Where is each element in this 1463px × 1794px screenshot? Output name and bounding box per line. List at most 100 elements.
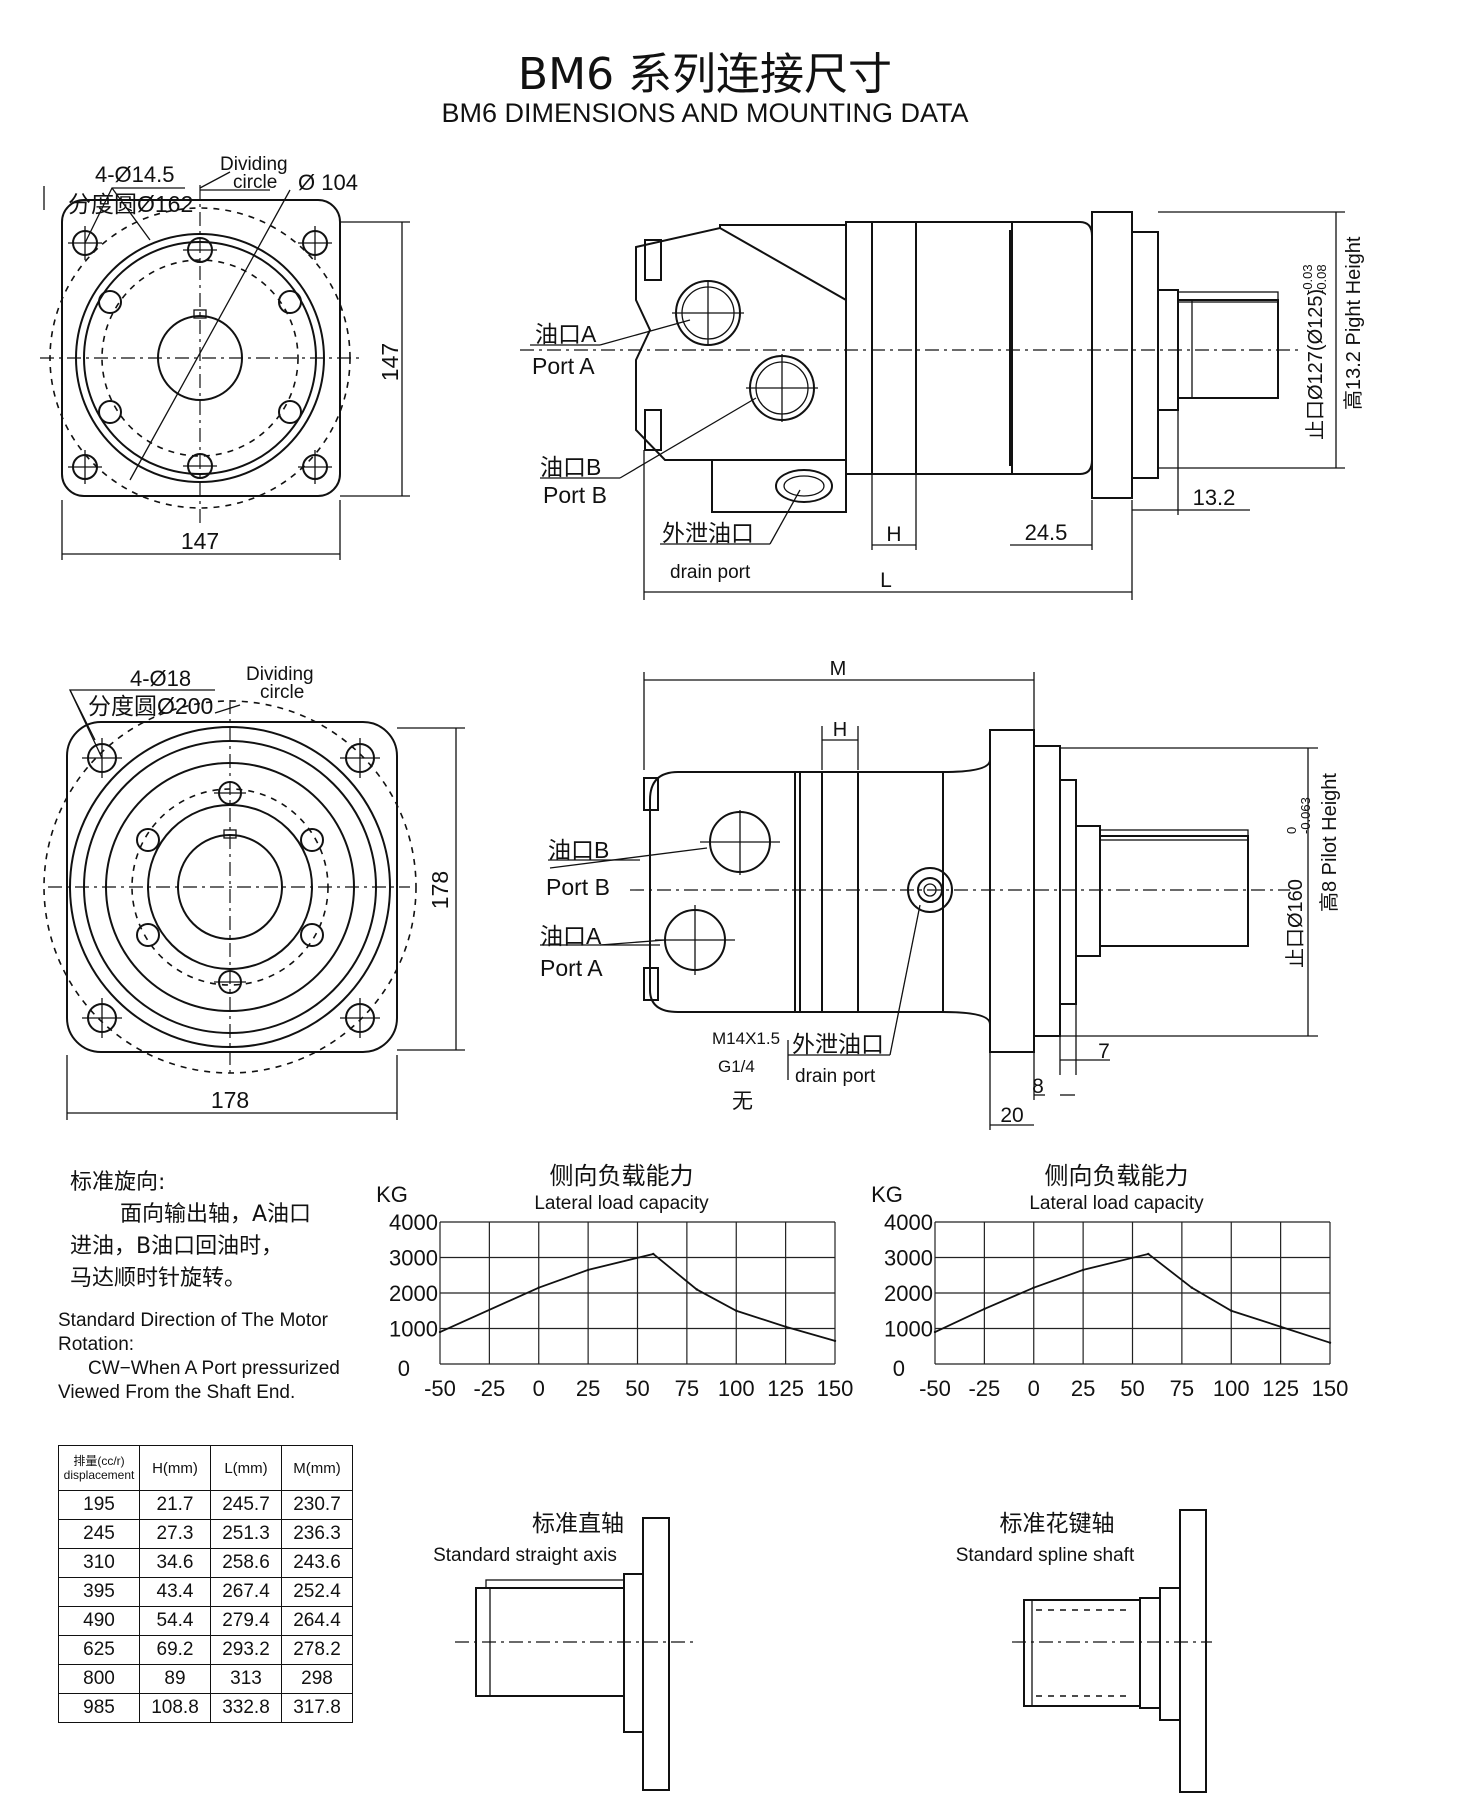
table-cell: 278.2 bbox=[281, 1635, 353, 1665]
y-tick-label: 4000 bbox=[884, 1210, 933, 1235]
v1-dividing-cn: 分度圆Ø162 bbox=[68, 191, 193, 217]
header-h: H(mm) bbox=[139, 1445, 211, 1491]
v1-bore-label: Ø 104 bbox=[298, 170, 358, 195]
load-curve-point bbox=[983, 1307, 986, 1311]
load-curve-point bbox=[1279, 1325, 1282, 1328]
x-tick-label: 100 bbox=[718, 1376, 755, 1401]
x-tick-label: 25 bbox=[1071, 1376, 1095, 1401]
s1-dim-132: 13.2 bbox=[1193, 485, 1236, 510]
s2-thread-1: M14X1.5 bbox=[712, 1029, 780, 1048]
y-tick-label: 1000 bbox=[884, 1317, 933, 1342]
s1-port-b-en: Port B bbox=[543, 482, 607, 508]
rotation-en-4: Viewed From the Shaft End. bbox=[58, 1382, 296, 1403]
s2-port-b-en: Port B bbox=[546, 874, 610, 900]
rotation-en-3: CW−When A Port pressurized bbox=[88, 1358, 340, 1379]
rotation-en-1: Standard Direction of The Motor bbox=[58, 1310, 329, 1331]
x-tick-label: -50 bbox=[424, 1376, 456, 1401]
x-tick-label: 150 bbox=[817, 1376, 854, 1401]
v2-width-label: 178 bbox=[211, 1087, 249, 1113]
table-cell: 89 bbox=[139, 1664, 211, 1694]
table-cell: 21.7 bbox=[139, 1490, 211, 1520]
table-cell: 332.8 bbox=[210, 1693, 282, 1723]
shaft1-cn: 标准直轴 bbox=[532, 1510, 624, 1536]
s2-dim-20: 20 bbox=[1000, 1104, 1023, 1127]
table-cell: 243.6 bbox=[281, 1548, 353, 1578]
x-tick-label: 0 bbox=[533, 1376, 545, 1401]
table-header-row: 排量(cc/r) displacement H(mm) L(mm) M(mm) bbox=[58, 1445, 353, 1491]
page-subtitle: BM6 DIMENSIONS AND MOUNTING DATA bbox=[441, 98, 969, 128]
table-cell: 252.4 bbox=[281, 1577, 353, 1607]
table-cell: 985 bbox=[58, 1693, 140, 1723]
v1-width-label: 147 bbox=[181, 528, 219, 554]
x-tick-label: -25 bbox=[968, 1376, 1000, 1401]
s2-port-a-en: Port A bbox=[540, 955, 603, 981]
v2-dividing-label: Dividing bbox=[246, 664, 314, 685]
s1-l-label: L bbox=[880, 569, 892, 592]
x-tick-label: 150 bbox=[1312, 1376, 1349, 1401]
shaft2-en: Standard spline shaft bbox=[956, 1545, 1135, 1566]
front-view-1 bbox=[40, 171, 410, 560]
v2-height-label: 178 bbox=[427, 871, 453, 909]
rotation-line-3: 马达顺时针旋转。 bbox=[70, 1266, 247, 1291]
side-view-1 bbox=[520, 211, 1345, 600]
shaft2-cn: 标准花键轴 bbox=[1000, 1510, 1115, 1536]
x-tick-label: 125 bbox=[767, 1376, 804, 1401]
s2-thread-3: 无 bbox=[732, 1090, 753, 1113]
x-tick-label: 50 bbox=[625, 1376, 649, 1401]
x-tick-label: 125 bbox=[1262, 1376, 1299, 1401]
v1-height-label: 147 bbox=[377, 343, 403, 381]
s2-pilot-tol-upper: 0 bbox=[1284, 827, 1299, 834]
s2-drain-en: drain port bbox=[795, 1066, 876, 1087]
table-cell: 310 bbox=[58, 1548, 140, 1578]
rotation-line-1: 面向输出轴，A油口 bbox=[120, 1202, 312, 1227]
table-cell: 43.4 bbox=[139, 1577, 211, 1607]
s1-pilot-label: 止口Ø127(Ø125) bbox=[1304, 289, 1327, 440]
s1-pilot-tol-upper: -0.03 bbox=[1300, 264, 1315, 294]
s1-drain-en: drain port bbox=[670, 562, 751, 583]
spline-shaft-drawing bbox=[1012, 1509, 1212, 1793]
s2-thread-2: G1/4 bbox=[718, 1057, 755, 1076]
table-cell: 27.3 bbox=[139, 1519, 211, 1549]
y-tick-label: 4000 bbox=[389, 1210, 438, 1235]
y-tick-label: 0 bbox=[398, 1356, 410, 1381]
s1-dim-245: 24.5 bbox=[1025, 520, 1068, 545]
x-tick-label: -25 bbox=[473, 1376, 505, 1401]
table-cell: 395 bbox=[58, 1577, 140, 1607]
load-curve-line bbox=[439, 1252, 836, 1342]
table-cell: 313 bbox=[210, 1664, 282, 1694]
load-curve-point bbox=[1081, 1268, 1085, 1272]
s1-port-a-cn: 油口A bbox=[535, 321, 597, 347]
load-curve-point bbox=[784, 1325, 787, 1328]
y-tick-label: 3000 bbox=[389, 1246, 438, 1271]
load-curve-point bbox=[933, 1330, 937, 1334]
y-tick-label: 1000 bbox=[389, 1317, 438, 1342]
s1-port-b-cn: 油口B bbox=[540, 454, 601, 480]
page-title: BM6 系列连接尺寸 bbox=[517, 49, 893, 100]
x-tick-label: 0 bbox=[1028, 1376, 1040, 1401]
chart-subtitle: Lateral load capacity bbox=[534, 1193, 709, 1214]
y-tick-label: 0 bbox=[893, 1356, 905, 1381]
front-view-2 bbox=[43, 689, 465, 1120]
shaft1-en: Standard straight axis bbox=[433, 1545, 617, 1566]
x-tick-label: 50 bbox=[1120, 1376, 1144, 1401]
v2-circle-label: circle bbox=[260, 682, 304, 703]
load-curve-point bbox=[586, 1268, 590, 1272]
v2-holes-label: 4-Ø18 bbox=[130, 666, 191, 691]
table-cell: 293.2 bbox=[210, 1635, 282, 1665]
load-curve-point bbox=[1147, 1252, 1150, 1256]
table-cell: 625 bbox=[58, 1635, 140, 1665]
s2-pilot-tol-lower: -0.063 bbox=[1298, 797, 1313, 834]
header-displacement: 排量(cc/r) displacement bbox=[58, 1445, 140, 1491]
y-tick-label: 3000 bbox=[884, 1246, 933, 1271]
rotation-heading: 标准旋向: bbox=[70, 1170, 166, 1195]
header-m: M(mm) bbox=[281, 1445, 353, 1491]
table-cell: 245 bbox=[58, 1519, 140, 1549]
s2-pilot-label: 止口Ø160 bbox=[1284, 879, 1307, 968]
